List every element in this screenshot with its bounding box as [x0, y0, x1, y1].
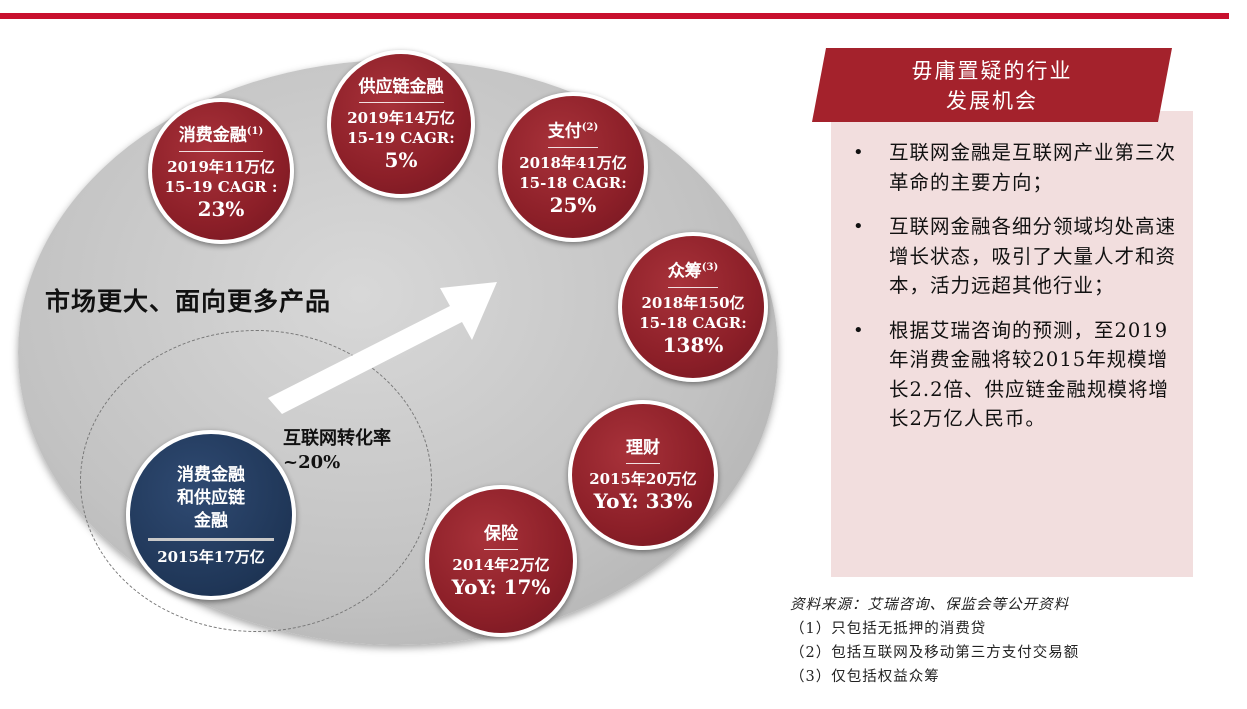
base-title-line-1: 消费金融	[177, 464, 245, 485]
crowdfunding-title: 众筹(3)	[667, 257, 719, 288]
wealth-management-size: 2015年20万亿	[589, 470, 697, 488]
crowdfunding-size: 2018年150亿	[641, 293, 745, 312]
market-bigger-text: 市场更大、面向更多产品	[45, 287, 332, 316]
consumer-finance-size: 2019年11万亿	[167, 157, 275, 176]
top-red-rule	[0, 13, 1229, 19]
consumer-supply-chain-base-circle: 消费金融 和供应链 金融 2015年17万亿	[126, 430, 296, 600]
payment-cagr: 25%	[549, 192, 597, 217]
payment-size: 2018年41万亿	[519, 153, 627, 172]
internet-conversion-ellipse	[80, 330, 432, 632]
opportunity-title-banner	[812, 48, 1172, 122]
conversion-rate-value: ~20%	[283, 452, 341, 473]
bullet-item-2: 互联网金融各细分领域均处高速增长状态，吸引了大量人才和资本，活力远超其他行业；	[851, 212, 1186, 301]
opportunity-bullet-list: 互联网金融是互联网产业第三次革命的主要方向； 互联网金融各细分领域均处高速增长状…	[851, 138, 1186, 449]
payment-cagr-label: 15-18 CAGR:	[519, 173, 627, 192]
source-note-1: （1）只包括无抵押的消费贷	[790, 621, 987, 637]
bullet-item-3: 根据艾瑞咨询的预测，至2019年消费金融将较2015年规模增长2.2倍、供应链金…	[851, 316, 1186, 434]
wealth-management-title: 理财	[626, 437, 660, 464]
insurance-size: 2014年2万亿	[452, 556, 550, 574]
insurance-yoy: YoY: 17%	[451, 575, 551, 599]
supply-chain-finance-cagr-label: 15-19 CAGR:	[347, 129, 455, 147]
source-note-2: （2）包括互联网及移动第三方支付交易额	[790, 645, 1080, 661]
supply-chain-finance-title: 供应链金融	[358, 76, 444, 103]
opportunity-title-line-2: 发展机会	[946, 89, 1038, 113]
supply-chain-finance-circle: 供应链金融 2019年14万亿 15-19 CAGR: 5%	[327, 50, 475, 198]
wealth-management-yoy: YoY: 33%	[593, 489, 693, 513]
consumer-finance-cagr: 23%	[197, 196, 245, 221]
supply-chain-finance-size: 2019年14万亿	[347, 109, 455, 127]
crowdfunding-circle: 众筹(3) 2018年150亿 15-18 CAGR: 138%	[618, 232, 768, 382]
consumer-finance-title: 消费金融(1)	[178, 121, 264, 152]
source-head: 资料来源：艾瑞咨询、保监会等公开资料	[790, 597, 1069, 613]
bullet-item-1: 互联网金融是互联网产业第三次革命的主要方向；	[851, 138, 1186, 197]
wealth-management-circle: 理财 2015年20万亿 YoY: 33%	[568, 400, 718, 550]
conversion-rate-label: 互联网转化率 ~20%	[283, 427, 391, 475]
consumer-finance-cagr-label: 15-19 CAGR :	[164, 177, 278, 196]
insurance-circle: 保险 2014年2万亿 YoY: 17%	[425, 485, 577, 637]
consumer-finance-circle: 消费金融(1) 2019年11万亿 15-19 CAGR : 23%	[148, 98, 294, 244]
payment-circle: 支付(2) 2018年41万亿 15-18 CAGR: 25%	[498, 92, 648, 242]
crowdfunding-cagr: 138%	[662, 332, 724, 357]
insurance-title: 保险	[484, 523, 518, 550]
source-note-3: （3）仅包括权益众筹	[790, 669, 940, 685]
conversion-rate-title: 互联网转化率	[283, 428, 391, 449]
base-title-line-2: 和供应链	[177, 487, 245, 508]
base-size: 2015年17万亿	[157, 547, 265, 566]
base-title-line-3: 金融	[148, 510, 274, 541]
opportunity-title-line-1: 毋庸置疑的行业	[911, 59, 1073, 83]
supply-chain-finance-cagr: 5%	[384, 148, 418, 172]
source-notes: 资料来源：艾瑞咨询、保监会等公开资料 （1）只包括无抵押的消费贷 （2）包括互联…	[790, 593, 1079, 689]
opportunity-title: 毋庸置疑的行业 发展机会	[812, 56, 1172, 116]
payment-title: 支付(2)	[547, 117, 599, 148]
crowdfunding-cagr-label: 15-18 CAGR:	[639, 313, 747, 332]
